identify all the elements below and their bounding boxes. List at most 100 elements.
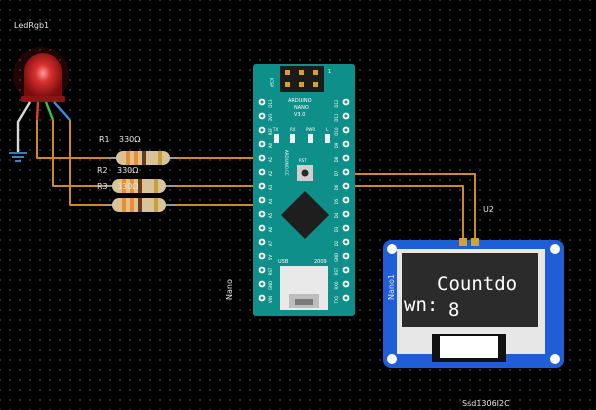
rx-label: RX	[290, 127, 296, 132]
pin-label: TX1	[334, 295, 339, 304]
icsp-header	[280, 66, 324, 92]
r1-band-1	[126, 151, 130, 165]
rgb-led[interactable]: LedRgb1	[9, 21, 71, 162]
pin-label: VIN	[268, 296, 273, 303]
pin-hole	[260, 170, 264, 174]
r3-band-1	[122, 198, 126, 212]
resistor-r3[interactable]: R3 330Ω	[97, 182, 176, 212]
pin-hole	[344, 296, 348, 300]
pin-hole	[260, 240, 264, 244]
wire-led-red-r1[interactable]	[36, 118, 110, 159]
pin-hole	[344, 128, 348, 132]
pin-label: D12	[334, 99, 339, 108]
led-lead-blue	[53, 101, 71, 121]
pin-label: D11	[334, 113, 339, 122]
wire-led-green-r2[interactable]	[52, 120, 112, 187]
usb-port-inner	[295, 299, 313, 305]
oled-screen	[402, 253, 538, 327]
pin-hole	[344, 114, 348, 118]
pin-label: D6	[334, 184, 339, 190]
r3-band-4	[154, 198, 158, 212]
led-dome	[24, 53, 62, 98]
led-lead-red	[35, 101, 40, 121]
pin-hole	[344, 156, 348, 160]
pin-label: 3V3	[268, 113, 273, 121]
r1-band-2	[134, 151, 138, 165]
arduino-nano[interactable]: ICSP 1 ARDUINO NANO V3.0 TX RX PWR L RST…	[225, 64, 355, 316]
pin-label: RST	[334, 267, 339, 275]
oled-silk-name: Nano1	[387, 274, 396, 300]
pin-hole	[344, 142, 348, 146]
pin-label: A3	[268, 184, 273, 190]
pin-hole	[260, 128, 264, 132]
arduino-cc-label: ARDUINO.CC	[284, 150, 289, 176]
pin-label: A5	[268, 212, 273, 218]
pin-label: D7	[334, 170, 339, 176]
wire-a5-scl[interactable]	[346, 185, 464, 241]
oled-line-2-prefix: wn:	[404, 294, 438, 316]
pin-label: D9	[334, 142, 339, 148]
oled-flex-cable-inner	[440, 336, 498, 358]
r3-band-3	[138, 198, 142, 212]
pin-hole	[260, 254, 264, 258]
pin-label: D8	[334, 156, 339, 162]
led-tx	[274, 134, 279, 143]
led-lead-green	[44, 101, 55, 121]
pin1-label: 1	[328, 69, 331, 75]
board-brand: ARDUINO	[288, 98, 312, 104]
mount-hole-tl	[387, 244, 397, 254]
r2-value: 330Ω	[117, 166, 138, 175]
pin-hole	[344, 170, 348, 174]
r1-ref: R1	[99, 135, 110, 144]
r1-band-3	[142, 151, 146, 165]
reset-label: RST	[299, 158, 307, 163]
wire-led-blue-r3[interactable]	[69, 120, 112, 206]
pin-hole	[260, 226, 264, 230]
r2-ref: R2	[97, 166, 108, 175]
resistor-r2[interactable]: R2 330Ω	[97, 166, 176, 193]
pin-label: D13	[268, 99, 273, 108]
nano-board	[253, 64, 355, 316]
r2-band-1	[122, 179, 126, 193]
led-pwr	[308, 134, 313, 143]
led-l	[325, 134, 330, 143]
pin-label: A6	[268, 226, 273, 232]
year-label: 2009	[314, 259, 327, 265]
oled-label: U2	[483, 205, 494, 214]
wires	[36, 118, 476, 241]
pin-hole	[260, 114, 264, 118]
r3-value: 330Ω	[117, 182, 138, 191]
pin-hole	[344, 198, 348, 202]
pin-label: 5V	[268, 255, 273, 261]
led-rx	[290, 134, 295, 143]
pin-label: A0	[268, 142, 273, 148]
tx-label: TX	[272, 127, 278, 132]
r3-ref: R3	[97, 182, 108, 191]
l-label: L	[326, 127, 329, 132]
pin-hole	[260, 100, 264, 104]
resistor-r1[interactable]: R1 330Ω	[99, 135, 178, 165]
wire-a4-sda[interactable]	[346, 173, 476, 241]
r2-band-4	[154, 179, 158, 193]
board-version: V3.0	[294, 112, 305, 118]
usb-label: USB	[278, 259, 289, 265]
mount-hole-bl	[387, 354, 397, 364]
pin-hole	[344, 226, 348, 230]
mount-hole-br	[550, 354, 560, 364]
pin-label: GND	[334, 253, 339, 262]
r1-band-4	[158, 151, 162, 165]
oled-display[interactable]: U2 Nano1 Countdo wn: 8 Ssd1306I2C	[383, 205, 564, 408]
pin-hole	[344, 184, 348, 188]
mount-hole-tr	[550, 244, 560, 254]
pin-hole	[344, 100, 348, 104]
pin-hole	[260, 296, 264, 300]
pin-label: RX0	[334, 281, 339, 290]
r1-value: 330Ω	[119, 135, 140, 144]
pin-hole	[260, 212, 264, 216]
pin-hole	[344, 282, 348, 286]
board-model: NANO	[294, 105, 309, 111]
led-label: LedRgb1	[14, 21, 49, 30]
pin-label: D4	[334, 212, 339, 218]
